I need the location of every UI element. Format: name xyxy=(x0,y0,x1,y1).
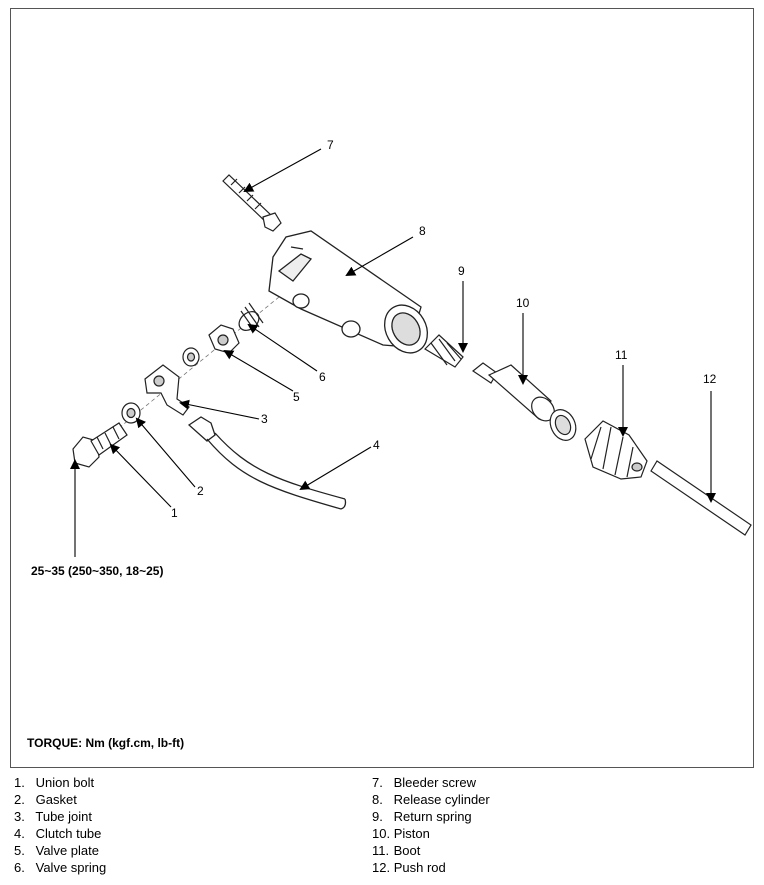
tube-joint-part xyxy=(144,364,190,416)
boot-part xyxy=(584,420,648,480)
leader-line-5 xyxy=(223,349,294,392)
snap-ring-part xyxy=(549,409,577,441)
callout-10: 10 xyxy=(516,296,530,310)
legend-label: Clutch tube xyxy=(35,826,102,841)
return-spring-part xyxy=(424,334,464,368)
callout-4: 4 xyxy=(373,438,380,452)
leader-line-2 xyxy=(135,417,196,488)
legend-item: 2. Gasket xyxy=(14,791,106,808)
callout-1: 1 xyxy=(171,506,178,520)
legend-item: 5. Valve plate xyxy=(14,842,106,859)
legend-item: 3. Tube joint xyxy=(14,808,106,825)
leader-line-4 xyxy=(299,446,372,491)
leader-line-1 xyxy=(109,443,172,508)
legend-number: 3. xyxy=(14,809,25,824)
legend-number: 12. xyxy=(372,860,391,875)
legend-label: Boot xyxy=(393,843,421,858)
leader-line-8 xyxy=(345,236,414,276)
legend-label: Return spring xyxy=(393,809,472,824)
bleeder-screw-part xyxy=(222,174,282,232)
torque-note: TORQUE: Nm (kgf.cm, lb-ft) xyxy=(27,736,185,750)
callout-2: 2 xyxy=(197,484,204,498)
legend-number: 10. xyxy=(372,826,391,841)
leader-lines xyxy=(70,148,716,557)
callout-8: 8 xyxy=(419,224,426,238)
legend-label: Piston xyxy=(393,826,430,841)
legend-item: 9. Return spring xyxy=(372,808,490,825)
legend-label: Bleeder screw xyxy=(393,775,476,790)
valve-plate-part xyxy=(208,324,240,354)
legend-number: 8. xyxy=(372,792,383,807)
piston-part xyxy=(471,362,555,422)
legend-item: 7. Bleeder screw xyxy=(372,774,490,791)
legend-item: 11. Boot xyxy=(372,842,490,859)
legend-label: Tube joint xyxy=(35,809,92,824)
legend-item: 4. Clutch tube xyxy=(14,825,106,842)
callout-3: 3 xyxy=(261,412,268,426)
callout-6: 6 xyxy=(319,370,326,384)
gasket-part xyxy=(121,402,141,424)
legend-label: Release cylinder xyxy=(393,792,490,807)
assembly-axis xyxy=(80,278,302,460)
push-rod-part xyxy=(650,460,752,536)
legend-item: 12. Push rod xyxy=(372,859,490,876)
legend-number: 7. xyxy=(372,775,383,790)
leader-line-7 xyxy=(243,148,322,192)
legend-number: 2. xyxy=(14,792,25,807)
legend-item: 8. Release cylinder xyxy=(372,791,490,808)
legend-number: 4. xyxy=(14,826,25,841)
legend-number: 9. xyxy=(372,809,383,824)
release-cylinder-part xyxy=(268,230,429,354)
legend-number: 6. xyxy=(14,860,25,875)
torque-spec: 25~35 (250~350, 18~25) xyxy=(31,564,163,578)
callout-12: 12 xyxy=(703,372,717,386)
clutch-tube-part xyxy=(187,416,347,510)
diagram-drawing: 7 8 9 10 11 12 6 5 3 4 2 1 25~35 (250~35… xyxy=(31,138,752,578)
legend-column-left: 1. Union bolt 2. Gasket 3. Tube joint 4.… xyxy=(14,774,106,876)
union-bolt-part xyxy=(72,422,128,468)
callout-7: 7 xyxy=(327,138,334,152)
legend-item: 1. Union bolt xyxy=(14,774,106,791)
legend-label: Gasket xyxy=(35,792,77,807)
callout-9: 9 xyxy=(458,264,465,278)
callout-11: 11 xyxy=(615,348,628,362)
callout-5: 5 xyxy=(293,390,300,404)
legend-label: Push rod xyxy=(393,860,446,875)
legend-number: 11. xyxy=(372,843,390,858)
exploded-diagram: 7 8 9 10 11 12 6 5 3 4 2 1 25~35 (250~35… xyxy=(10,8,754,768)
legend-column-right: 7. Bleeder screw 8. Release cylinder 9. … xyxy=(372,774,490,876)
legend-item: 6. Valve spring xyxy=(14,859,106,876)
leader-line-6 xyxy=(247,323,318,372)
legend-label: Valve spring xyxy=(35,860,107,875)
legend-number: 1. xyxy=(14,775,25,790)
seal-washer-part xyxy=(182,347,200,367)
legend-label: Valve plate xyxy=(35,843,99,858)
legend-label: Union bolt xyxy=(35,775,95,790)
leader-line-3 xyxy=(179,399,260,420)
legend-number: 5. xyxy=(14,843,25,858)
legend-item: 10. Piston xyxy=(372,825,490,842)
